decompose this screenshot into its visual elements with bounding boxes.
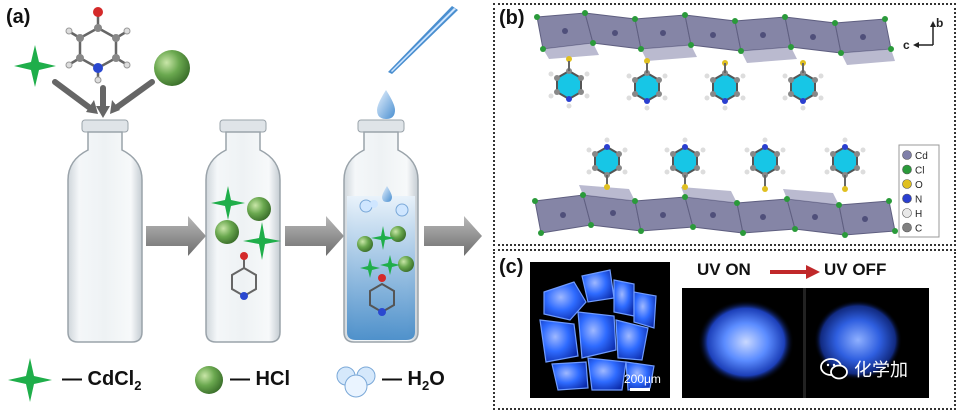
panel-a-scheme <box>8 6 482 402</box>
panel-c-frame <box>493 249 956 410</box>
legend-cdcl2: — CdCl2 <box>62 368 142 393</box>
scale-bar-label: 200μm <box>624 372 661 386</box>
panel-c-label: (c) <box>499 256 524 278</box>
cdcl2-star-icon <box>14 45 56 87</box>
uv-on-label: UV ON <box>697 260 751 279</box>
legend-label-n: N <box>915 195 922 206</box>
legend-h2o: — H2O <box>382 368 445 393</box>
legend-label-cd: Cd <box>915 151 928 162</box>
legend-hcl: — HCl <box>230 368 290 390</box>
vial-mixed <box>205 119 281 343</box>
water-drop <box>377 90 395 119</box>
converging-arrows <box>52 79 155 111</box>
uv-photo <box>682 288 929 398</box>
hcl-sphere-icon <box>154 50 190 86</box>
panel-a-label: (a) <box>6 6 31 28</box>
axis-c-label: c <box>903 38 910 52</box>
process-arrow-2 <box>285 216 344 256</box>
crystal-photo: 200μm <box>530 262 670 398</box>
watermark-text: 化学加 <box>854 360 908 381</box>
legend-label-cl: Cl <box>915 166 924 177</box>
panel-b-label: (b) <box>499 7 525 29</box>
watermark: 化学加 <box>820 356 908 382</box>
process-arrow-1 <box>146 216 206 256</box>
legend-swatch-h <box>902 208 912 218</box>
legend-label-o: O <box>915 180 923 191</box>
legend-swatch-c <box>902 222 912 233</box>
axis-b-label: b <box>936 16 943 30</box>
wechat-icon <box>820 358 848 380</box>
vial-solution <box>343 119 419 343</box>
legend-swatch-o <box>902 179 912 189</box>
legend-swatch-n <box>902 193 912 204</box>
uv-arrow-icon <box>770 265 820 279</box>
crystal-photo-image <box>539 269 657 391</box>
vial-empty <box>67 119 143 343</box>
pipette <box>388 6 458 74</box>
legend-label-h: H <box>915 209 922 220</box>
legend-star-icon <box>8 358 52 402</box>
legend-label-c: C <box>915 224 922 235</box>
legend-water-icon <box>336 366 376 398</box>
panel-b-frame <box>493 3 956 246</box>
uv-off-label: UV OFF <box>824 260 887 279</box>
process-arrow-3 <box>424 216 482 256</box>
legend-swatch-cd <box>902 150 912 160</box>
legend-swatch-cl <box>902 164 912 175</box>
legend-sphere-icon <box>195 366 223 394</box>
